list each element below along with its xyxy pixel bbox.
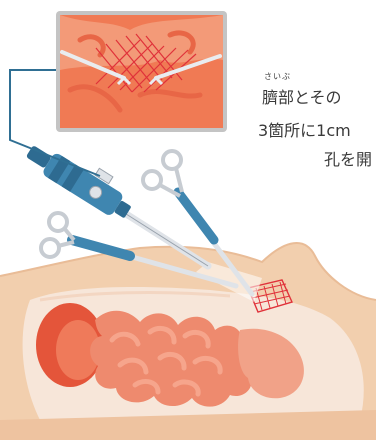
caption-line-1: 臍部とその xyxy=(262,84,342,108)
magnified-inset xyxy=(56,11,227,132)
caption-furigana: さいぶ xyxy=(264,71,291,82)
caption-line-2: 3箇所に1cm xyxy=(258,117,351,141)
caption-line-3: 孔を開 xyxy=(324,146,372,170)
